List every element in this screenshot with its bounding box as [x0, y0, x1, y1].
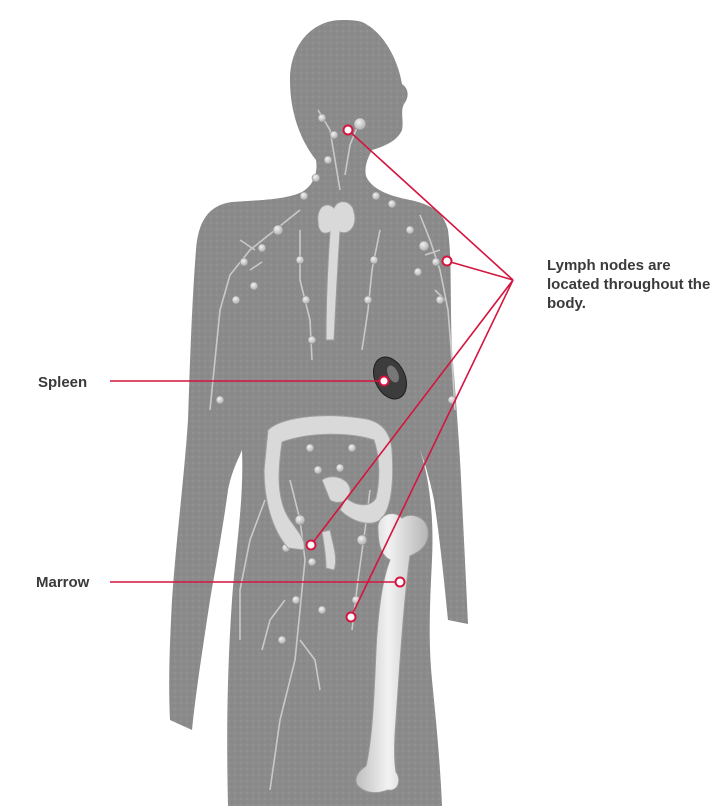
- spleen-label: Spleen: [38, 373, 87, 392]
- marrow-label: Marrow: [36, 573, 89, 592]
- circle-marker: [347, 613, 356, 622]
- circle-marker: [344, 126, 353, 135]
- circle-marker: [380, 377, 389, 386]
- body-silhouette: [169, 20, 468, 806]
- lymph-nodes-label: Lymph nodes are located throughout the b…: [547, 256, 717, 313]
- circle-marker: [307, 541, 316, 550]
- circle-marker: [396, 578, 405, 587]
- circle-marker: [443, 257, 452, 266]
